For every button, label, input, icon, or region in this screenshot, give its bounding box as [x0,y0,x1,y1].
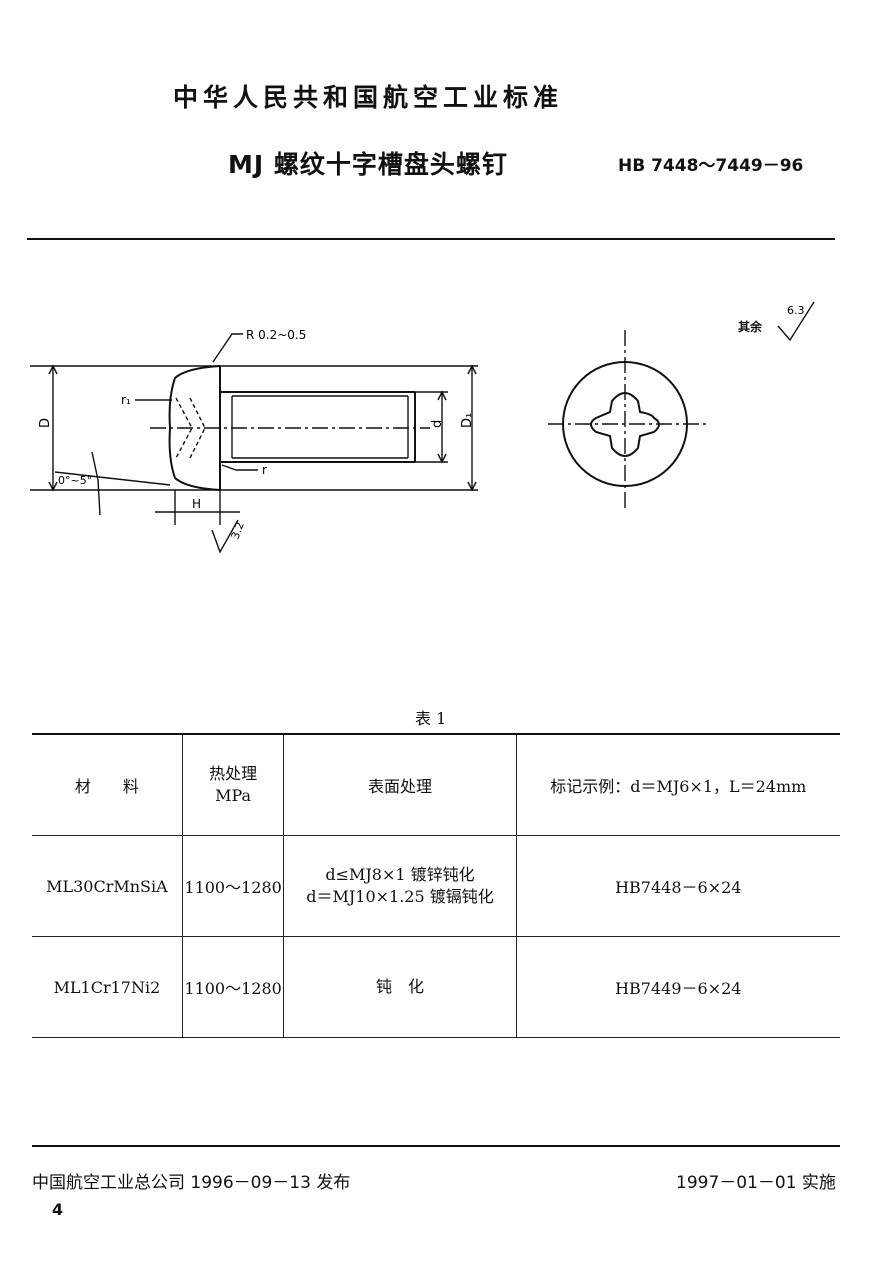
D1-arrow-bottom [467,481,477,492]
cell-heat: 1100～1280 [182,936,285,1038]
header-heat-line1: 热处理 [209,764,258,783]
cross-recess [590,392,660,457]
H-label: H [192,497,201,511]
D1-arrow-top [467,364,477,375]
d-label: d [430,420,445,428]
cell-surface-line1: 钝 化 [375,977,424,996]
other-roughness-value: 6.3 [787,304,805,317]
other-roughness-symbol [777,301,815,342]
D1-label: D₁ [460,413,475,428]
footer-rule [32,1145,840,1147]
r-label: r [262,463,267,477]
cell-surface: d≤MJ8×1 镀锌钝化 d＝MJ10×1.25 镀镉钝化 [283,835,517,937]
fillet-leader [212,333,243,363]
header-heat-treatment: 热处理 MPa [182,734,285,836]
spec-table: 材 料 热处理 MPa 表面处理 标记示例：d＝MJ6×1，L＝24mm ML3… [32,733,840,1038]
cell-marking: HB7449－6×24 [516,936,840,1038]
r-leader [221,464,258,471]
header-material: 材 料 [32,734,183,836]
angle-label: 0°~5° [58,474,92,487]
D-label: D [38,418,53,428]
cell-heat: 1100～1280 [182,835,285,937]
standard-code: HB 7448～7449－96 [618,156,804,176]
angle-line-upper [91,451,99,481]
table-row: ML1Cr17Ni2 1100～1280 钝 化 HB7449－6×24 [32,936,840,1038]
screw-drawing: R 0.2~0.5 r₁ r D d D₁ 0°~5° H 3.2 6.3 [30,301,815,554]
d-arrow-top [437,390,447,401]
roughness-value: 3.2 [229,520,247,541]
page-number: 4 [52,1200,64,1219]
fillet-label: R 0.2~0.5 [246,328,306,342]
cell-material: ML1Cr17Ni2 [32,936,183,1038]
cell-material: ML30CrMnSiA [32,835,183,937]
header-organization: 中华人民共和国航空工业标准 [173,83,564,112]
cell-surface-line1: d≤MJ8×1 镀锌钝化 [325,865,475,884]
r1-label: r₁ [121,393,131,407]
footer-effective-date: 1997－01－01 实施 [676,1173,836,1193]
header-marking: 标记示例：d＝MJ6×1，L＝24mm [516,734,840,836]
header-surface: 表面处理 [283,734,517,836]
document-title: MJ 螺纹十字槽盘头螺钉 [228,150,508,179]
header-heat-line2: MPa [215,786,252,805]
table-caption: 表 1 [415,709,447,728]
footer-issuer: 中国航空工业总公司 1996－09－13 发布 [32,1173,351,1193]
D-arrow-top [48,364,58,375]
d-arrow-bottom [437,453,447,464]
header-rule [27,238,835,240]
angle-line-lower [97,479,101,516]
angle-reference [54,471,171,486]
cell-surface: 钝 化 [283,936,517,1038]
other-roughness-label: 其余 [738,320,763,334]
recess-hidden-left [175,397,193,459]
D-arrow-bottom [48,481,58,492]
cell-marking: HB7448－6×24 [516,835,840,937]
roughness-symbol [211,519,239,554]
table-row: ML30CrMnSiA 1100～1280 d≤MJ8×1 镀锌钝化 d＝MJ1… [32,835,840,937]
table-header-row: 材 料 热处理 MPa 表面处理 标记示例：d＝MJ6×1，L＝24mm [32,734,840,836]
cell-surface-line2: d＝MJ10×1.25 镀镉钝化 [306,887,494,906]
